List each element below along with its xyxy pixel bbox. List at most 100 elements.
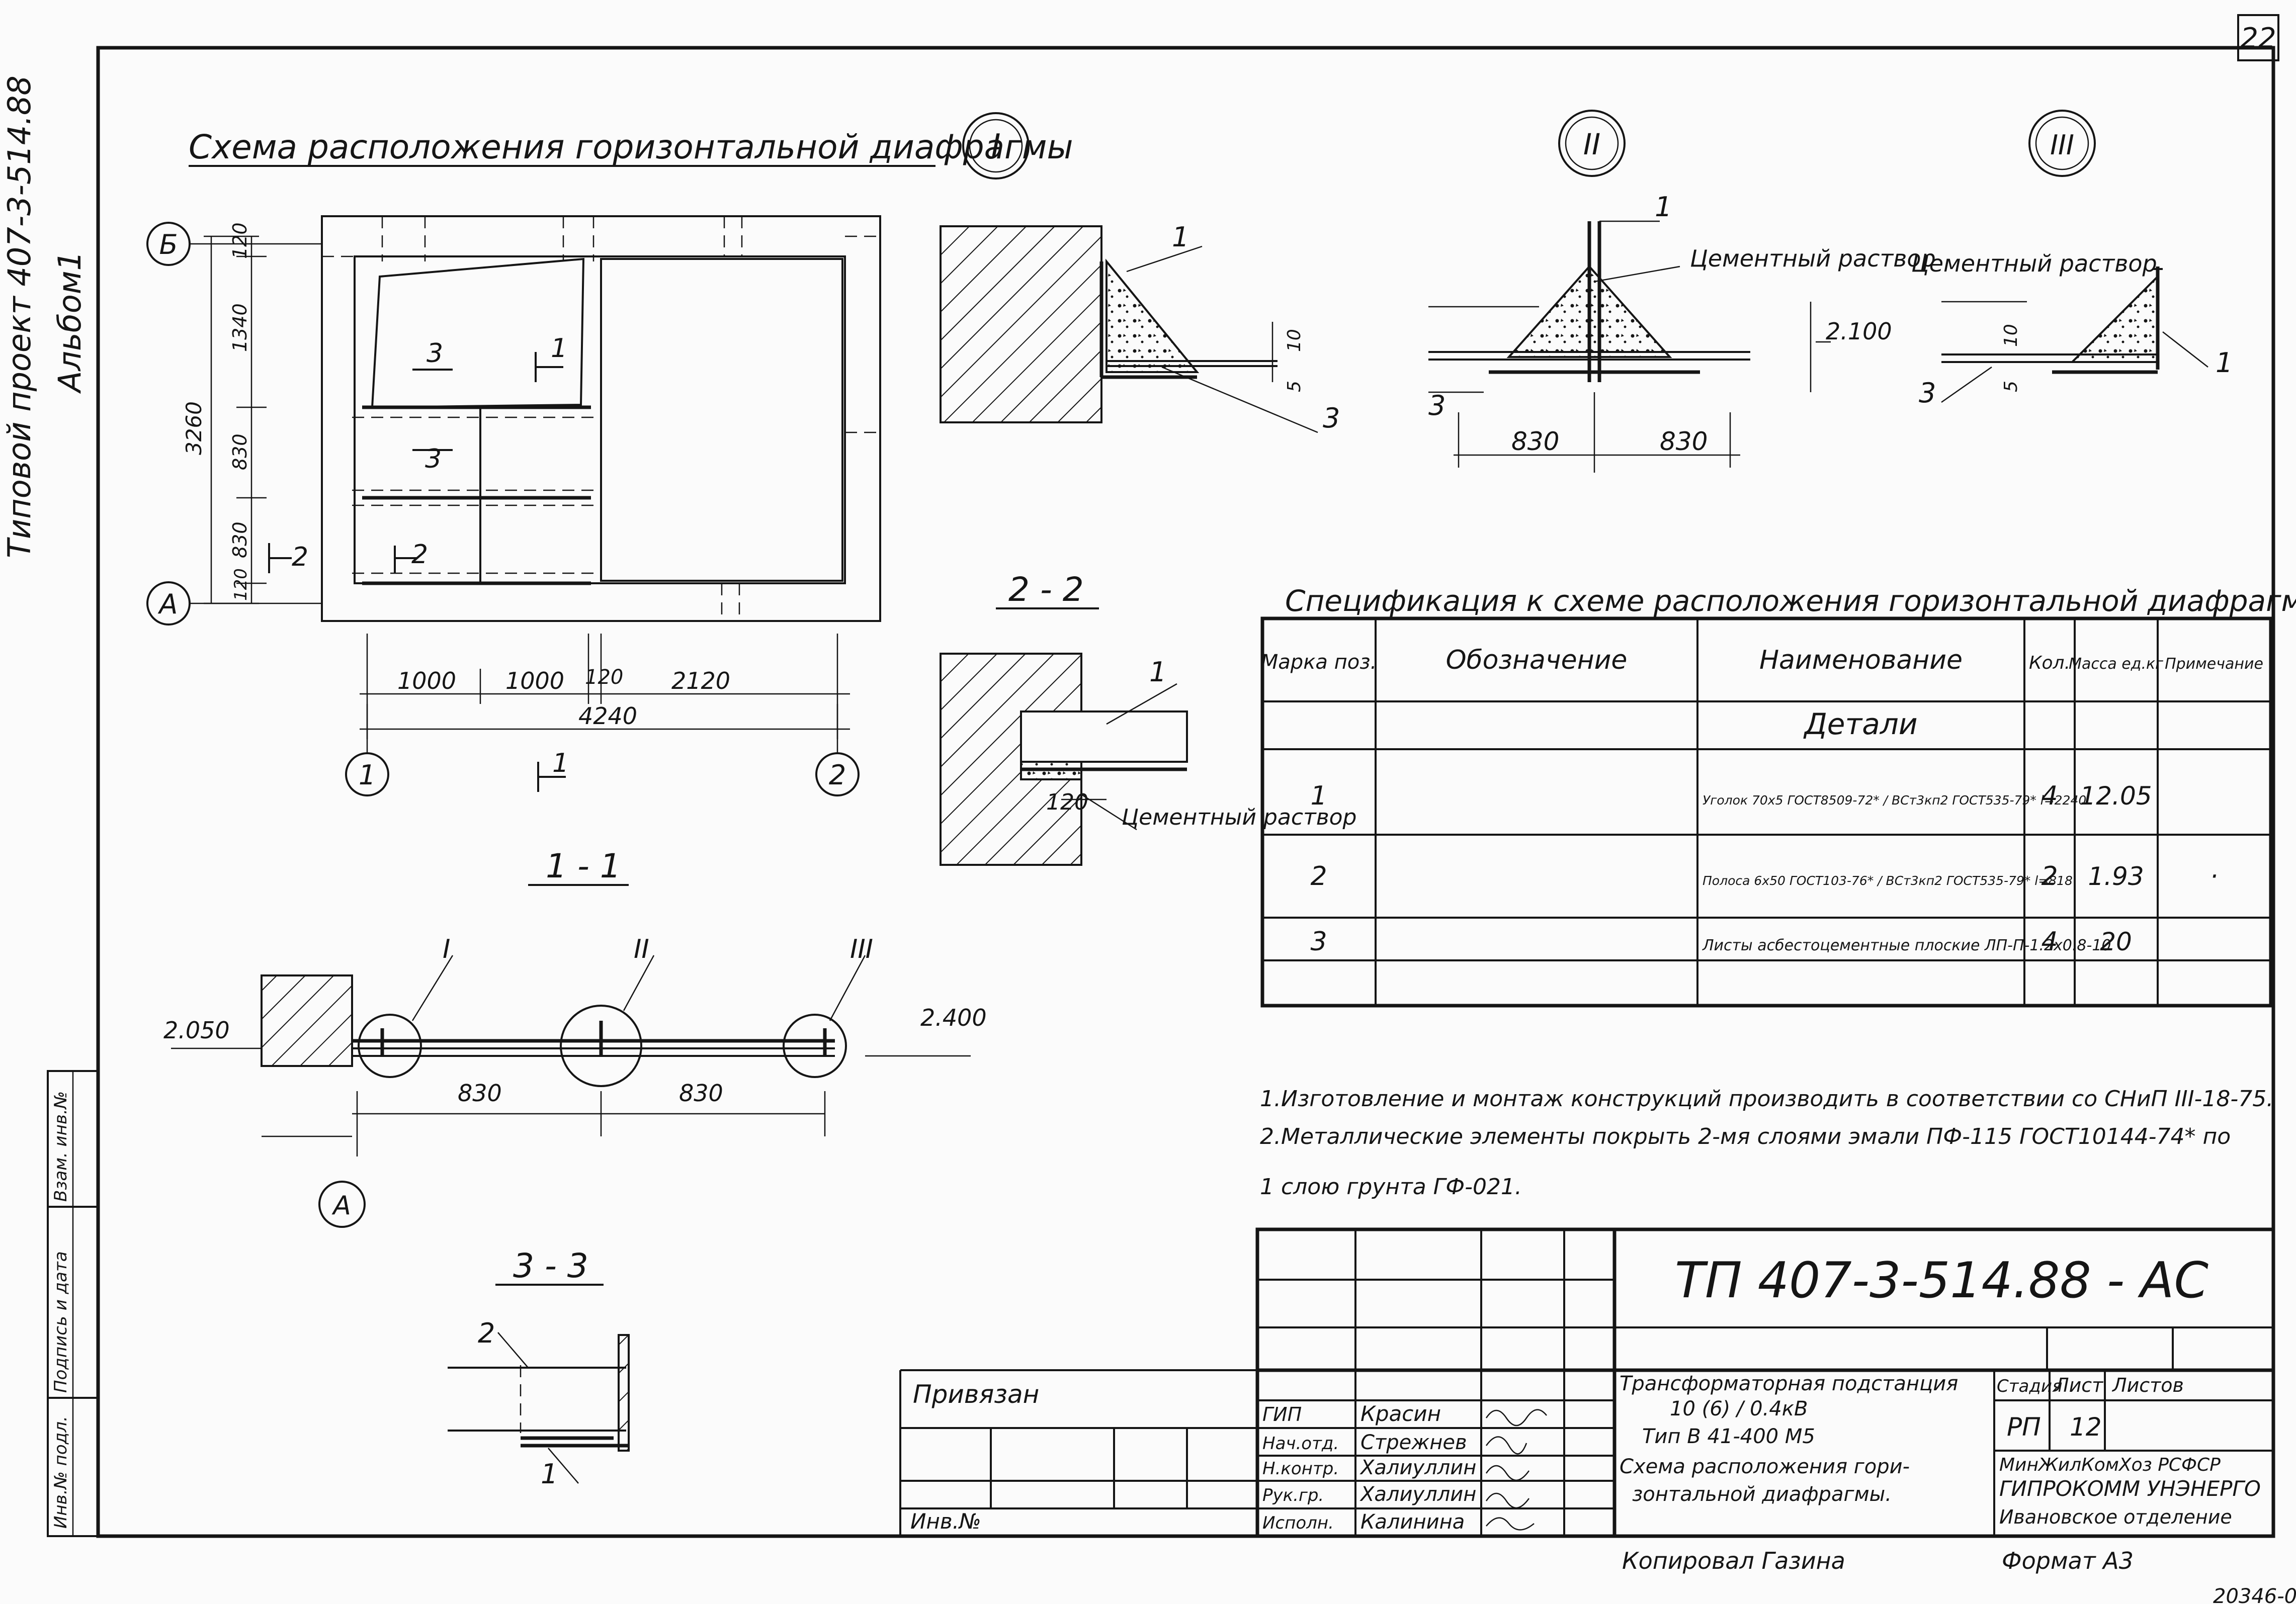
spec-title: Спецификация к схеме расположения горизо… bbox=[1285, 584, 2296, 618]
section-33-title: 3 - 3 bbox=[513, 1246, 588, 1285]
spec-row2-pos: 2 bbox=[1310, 861, 1327, 892]
node-2-callout-1: 1 bbox=[1655, 191, 1672, 223]
sheet-title-line-1: Схема расположения гори- bbox=[1620, 1455, 1910, 1478]
cut-label-2a: 2 bbox=[292, 542, 308, 572]
section-22-dim-120: 120 bbox=[1046, 789, 1088, 815]
node-2-label: II bbox=[1583, 127, 1600, 161]
node-3-dim-5: 5 bbox=[2001, 381, 2021, 392]
dim-h-1000b: 1000 bbox=[505, 667, 564, 694]
spec-table-grid bbox=[1260, 616, 2273, 1008]
section-33-callout-2: 2 bbox=[478, 1317, 495, 1349]
section-11-detail bbox=[171, 955, 971, 1156]
node-3-callout-3: 3 bbox=[1919, 377, 1936, 409]
object-line-3: Тип В 41-400 М5 bbox=[1642, 1425, 1815, 1448]
section-33-callout-1: 1 bbox=[541, 1458, 558, 1490]
section-11-axis-a-label: А bbox=[331, 1191, 351, 1221]
scheme-plan bbox=[268, 215, 881, 622]
copied-by: Копировал Газина bbox=[1622, 1547, 1845, 1574]
node-3-bubble-inner bbox=[2035, 116, 2089, 170]
section-11-dim-830a: 830 bbox=[458, 1080, 502, 1107]
section-22-detail bbox=[940, 653, 1188, 866]
horizontal-dimension-lines bbox=[360, 634, 850, 739]
spec-header-qty: Кол. bbox=[2029, 653, 2070, 673]
node-2-dim-830a: 830 bbox=[1511, 427, 1559, 456]
cut-label-3a: 3 bbox=[427, 338, 443, 369]
org-line-2: ГИПРОКОММ УНЭНЕРГО bbox=[1999, 1476, 2261, 1501]
section-11-node-I: I bbox=[443, 934, 450, 964]
node-1-dim-10: 10 bbox=[1284, 329, 1305, 352]
dim-v-1340: 1340 bbox=[229, 303, 251, 352]
spec-header-name: Наименование bbox=[1759, 645, 1963, 675]
scheme-title: Схема расположения горизонтальной диафра… bbox=[189, 128, 1073, 166]
left-stamp-inv: Инв.№ подл. bbox=[51, 1416, 71, 1529]
node-2-dim-830b: 830 bbox=[1660, 427, 1708, 456]
spec-header-designation: Обозначение bbox=[1446, 645, 1628, 675]
sheet-frame bbox=[96, 46, 2275, 1538]
name-gip: Красин bbox=[1360, 1401, 1441, 1426]
node-1-callout-1: 1 bbox=[1172, 221, 1189, 253]
left-stamp-replace: Взам. инв.№ bbox=[51, 1091, 71, 1202]
side-stamp-album: Альбом1 bbox=[51, 251, 88, 394]
section-11-level-left: 2.050 bbox=[163, 1017, 230, 1044]
page-number-box bbox=[2237, 14, 2279, 61]
sheets-label: Листов bbox=[2111, 1374, 2184, 1396]
spec-row3-mass: 20 bbox=[2100, 927, 2132, 956]
role-group-lead: Рук.гр. bbox=[1262, 1485, 1324, 1505]
dim-v-830b: 830 bbox=[229, 521, 251, 558]
spec-row3-name: Листы асбестоцементные плоские ЛП-П-1.2х… bbox=[1702, 937, 2111, 954]
spec-header-mass: Масса ед.кг bbox=[2069, 655, 2163, 673]
section-11-axis-a-bubble bbox=[318, 1181, 366, 1228]
section-11-node-II: II bbox=[634, 934, 649, 964]
node-2-level: 2.100 bbox=[1826, 318, 1892, 345]
name-group-lead: Халиуллин bbox=[1359, 1483, 1476, 1506]
axis-2-label: 2 bbox=[829, 759, 846, 791]
sheet-title-line-2: зонтальной диафрагмы. bbox=[1632, 1483, 1892, 1506]
note-3: 1 слою грунта ГФ-021. bbox=[1260, 1174, 1522, 1200]
note-1: 1.Изготовление и монтаж конструкций прои… bbox=[1260, 1086, 2273, 1112]
node-2-mortar: Цементный раствор bbox=[1690, 245, 1936, 272]
role-executor: Исполн. bbox=[1262, 1513, 1334, 1533]
title-code: ТП 407-3-514.88 - АС bbox=[1675, 1252, 2208, 1309]
node-2-callout-3: 3 bbox=[1428, 390, 1445, 421]
node-3-bubble bbox=[2028, 110, 2096, 177]
dim-v-120-top: 120 bbox=[229, 222, 251, 259]
dim-v-120-bottom: 120 bbox=[231, 568, 251, 601]
spec-row1-qty: 4 bbox=[2041, 781, 2058, 811]
note-2: 2.Металлические элементы покрыть 2-мя сл… bbox=[1260, 1124, 2231, 1149]
left-stamp-signature: Подпись и дата bbox=[51, 1251, 71, 1393]
name-control: Халиуллин bbox=[1359, 1456, 1476, 1479]
spec-header-note: Примечание bbox=[2165, 655, 2263, 673]
node-1-bubble bbox=[962, 112, 1030, 180]
spec-row2-qty: 2 bbox=[2041, 861, 2058, 892]
node-2-bubble-inner bbox=[1565, 116, 1619, 170]
axis-b-label: Б bbox=[159, 229, 178, 260]
side-stamp-project: Типовой проект 407-3-514.88 bbox=[1, 75, 38, 558]
sheet-number: 12 bbox=[2070, 1412, 2102, 1442]
node-3-dim-10: 10 bbox=[2001, 324, 2021, 347]
cut-label-1b: 1 bbox=[552, 748, 569, 778]
name-head: Стрежнев bbox=[1360, 1431, 1467, 1454]
section-22-mortar: Цементный раствор bbox=[1122, 805, 1356, 830]
dim-h-120: 120 bbox=[585, 666, 623, 689]
object-line-1: Трансформаторная подстанция bbox=[1620, 1372, 1958, 1395]
node-1-dim-5: 5 bbox=[1284, 381, 1305, 392]
dim-v-830a: 830 bbox=[229, 433, 251, 470]
spec-group-label: Детали bbox=[1803, 707, 1917, 741]
spec-row2-note: · bbox=[2210, 862, 2218, 891]
dim-total-height: 3260 bbox=[182, 401, 206, 455]
signatures bbox=[1485, 1409, 1547, 1531]
section-22-callout-1: 1 bbox=[1149, 656, 1166, 688]
bottom-code: 20346-06 bbox=[2213, 1585, 2296, 1604]
axis-1-label: 1 bbox=[359, 759, 376, 791]
dim-total-width: 4240 bbox=[578, 702, 637, 730]
node-3-label: III bbox=[2050, 129, 2074, 161]
dim-h-1000a: 1000 bbox=[397, 667, 456, 694]
spec-header-pos: Марка поз. bbox=[1261, 651, 1377, 674]
spec-row1-name: Уголок 70х5 ГОСТ8509-72* / ВСт3кп2 ГОСТ5… bbox=[1703, 793, 2086, 808]
spec-row1-mass: 12.05 bbox=[2080, 781, 2152, 811]
org-line-3: Ивановское отделение bbox=[1999, 1506, 2232, 1528]
section-33-detail bbox=[448, 1332, 630, 1484]
spec-row2-name: Полоса 6х50 ГОСТ103-76* / ВСт3кп2 ГОСТ53… bbox=[1703, 873, 2073, 888]
spec-row3-qty: 4 bbox=[2041, 927, 2058, 957]
node-1-detail bbox=[940, 225, 1318, 433]
